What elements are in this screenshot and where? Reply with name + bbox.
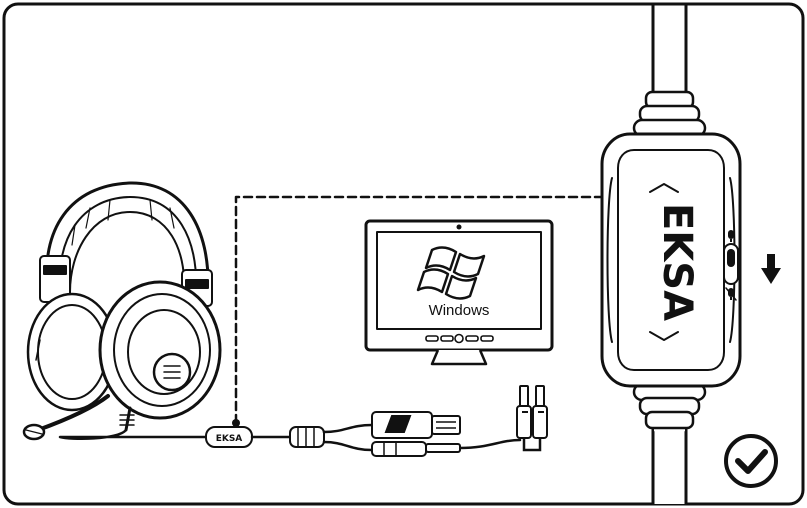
- mute-switch: [723, 243, 739, 285]
- y-splitter: [289, 426, 325, 448]
- controller-body: [600, 132, 742, 388]
- cable-assembly: [58, 195, 622, 440]
- monitor-illustration: Windows: [364, 219, 554, 366]
- controller-zoom: EKSA: [600, 4, 781, 506]
- audio-plug-horizontal: [371, 441, 461, 457]
- monitor-buttons: [425, 333, 494, 344]
- webcam-dot: [456, 224, 462, 230]
- arrow-down-icon: [761, 254, 781, 284]
- inline-remote-logo: EKSA: [216, 434, 243, 444]
- callout-dot: [232, 419, 240, 427]
- audio-plugs-vertical: [516, 385, 548, 452]
- usb-plug: [371, 411, 461, 439]
- headset-illustration: [22, 181, 222, 441]
- os-label: Windows: [429, 302, 490, 319]
- callout-dashed-line: [234, 195, 622, 425]
- monitor-stand: [430, 349, 488, 366]
- check-circle-icon: [724, 434, 778, 488]
- windows-logo-icon: [416, 246, 486, 300]
- mic-off-icon: [725, 287, 737, 301]
- controller-logo: EKSA: [654, 203, 700, 321]
- inline-remote: EKSA: [205, 426, 253, 448]
- monitor-screen: [376, 231, 542, 330]
- mic-on-icon: [728, 230, 734, 242]
